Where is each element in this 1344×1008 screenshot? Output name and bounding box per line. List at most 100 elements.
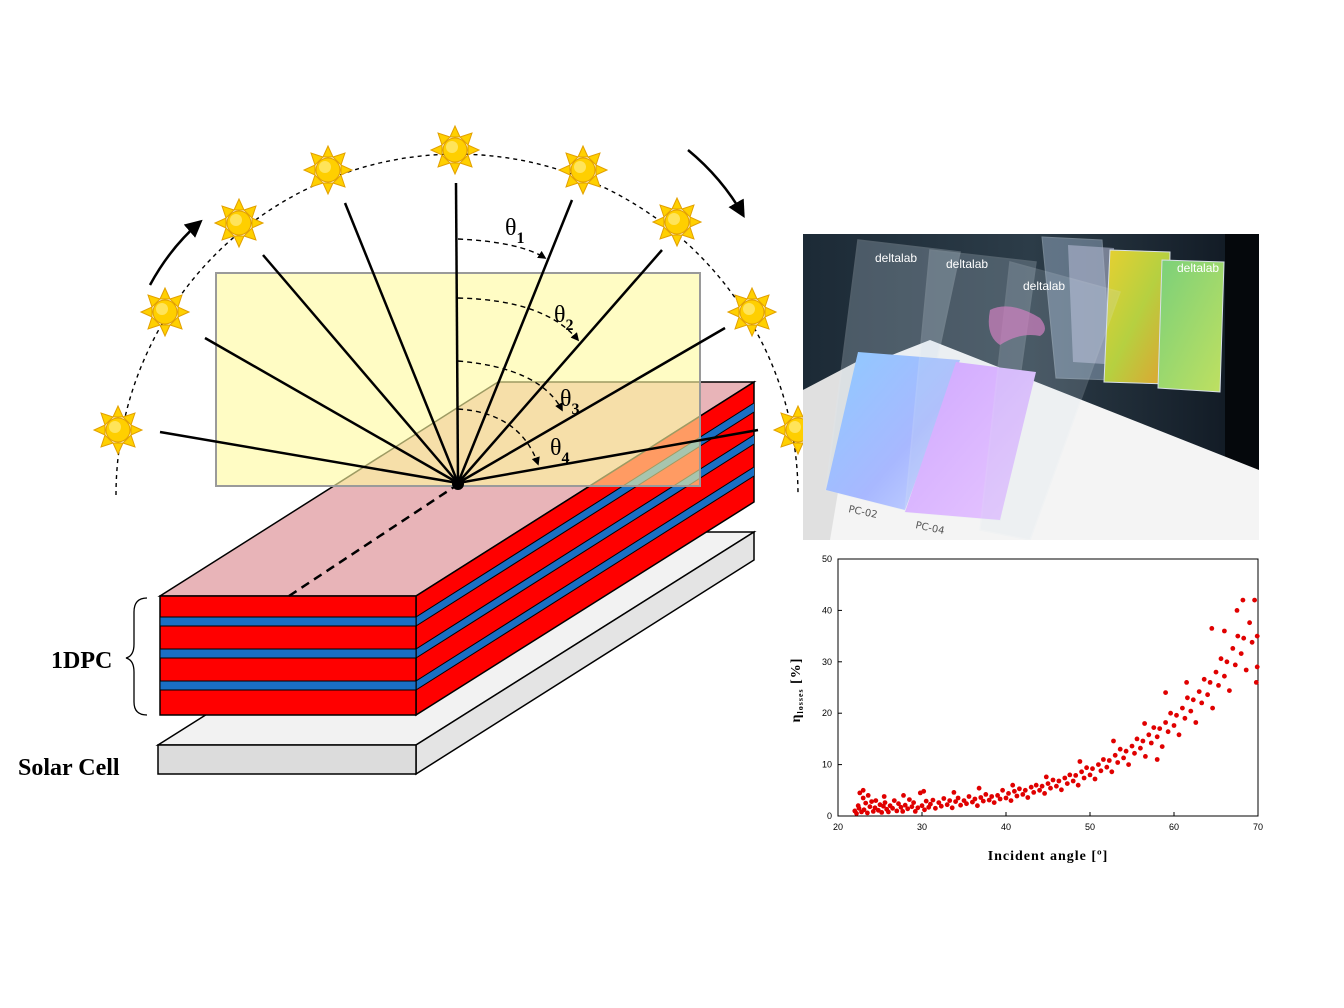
data-point (1075, 782, 1081, 788)
svg-text:θ3: θ3 (560, 386, 580, 418)
data-point (870, 809, 876, 814)
data-point (869, 799, 874, 804)
y-tick-label: 10 (822, 760, 832, 770)
data-point (1190, 697, 1196, 703)
data-point (941, 796, 947, 801)
data-point (991, 800, 997, 805)
sun-icon (652, 197, 702, 247)
data-point (1234, 608, 1240, 613)
data-point (881, 803, 886, 809)
data-point (966, 794, 972, 799)
data-point (882, 800, 888, 805)
data-point (1174, 712, 1179, 718)
data-points (852, 597, 1260, 816)
data-point (1154, 734, 1160, 740)
data-point (922, 807, 927, 813)
data-point (1123, 748, 1129, 754)
data-point (1006, 791, 1011, 796)
theta-3-sub: 3 (572, 401, 580, 418)
data-point (1050, 777, 1056, 783)
data-point (1148, 740, 1154, 746)
data-point (1022, 787, 1028, 793)
data-point (909, 804, 915, 810)
data-point (1067, 772, 1073, 778)
data-point (1201, 676, 1207, 682)
brand-label-3: deltalab (1023, 279, 1065, 293)
data-point (902, 802, 908, 808)
data-point (1043, 774, 1049, 780)
y-tick-label: 50 (822, 554, 832, 564)
y-axis-symbol: η (789, 714, 804, 723)
y-axis-title: ηlosses [%] (789, 658, 805, 723)
data-point (1230, 646, 1236, 651)
data-point (1188, 708, 1194, 714)
data-point (1249, 639, 1255, 645)
data-point (1180, 705, 1185, 711)
data-point (1010, 782, 1016, 788)
y-tick-label: 30 (822, 657, 832, 667)
data-point (1218, 656, 1224, 662)
data-point (1163, 720, 1168, 725)
data-point (1154, 757, 1160, 762)
data-point (1084, 765, 1089, 771)
data-point (986, 797, 992, 803)
data-point (907, 797, 912, 802)
data-point (860, 787, 866, 793)
data-point (1090, 766, 1095, 772)
data-point (1096, 762, 1101, 767)
data-point (912, 809, 918, 814)
data-point (1176, 732, 1182, 738)
data-point (1109, 769, 1115, 775)
data-point (958, 802, 963, 808)
data-point (873, 798, 879, 803)
data-point (1087, 772, 1093, 778)
data-point (930, 797, 936, 803)
x-tick-label: 70 (1253, 822, 1263, 832)
data-point (1222, 673, 1227, 679)
data-point (1253, 680, 1259, 685)
sun-icon (727, 287, 777, 337)
data-point (1146, 732, 1152, 738)
angle-arcs (457, 238, 580, 466)
data-point (1098, 768, 1104, 774)
data-point (1081, 775, 1087, 781)
data-point (1241, 635, 1247, 641)
data-point (1138, 745, 1143, 751)
data-point (1048, 785, 1053, 791)
data-point (1205, 692, 1210, 698)
data-point (1126, 762, 1131, 767)
data-point (1115, 760, 1121, 765)
data-point (857, 790, 863, 796)
theta-3-symbol: θ (560, 386, 572, 412)
data-point (1101, 757, 1106, 762)
data-point (905, 806, 911, 812)
y-tick-label: 20 (822, 708, 832, 718)
data-point (933, 805, 938, 811)
data-point (1209, 626, 1215, 631)
sun-icon (140, 287, 190, 337)
data-point (978, 795, 984, 800)
data-point (1042, 791, 1047, 796)
data-point (1222, 628, 1227, 634)
sun-icon (93, 405, 143, 455)
data-point (1182, 715, 1188, 721)
data-point (854, 811, 859, 816)
data-point (1227, 688, 1232, 693)
data-point (953, 799, 958, 804)
data-point (856, 805, 862, 811)
sun-icon (214, 198, 264, 248)
data-point (1196, 689, 1202, 694)
solar-cell-label: Solar Cell (18, 755, 120, 781)
light-rays (159, 182, 759, 485)
svg-text:θ4: θ4 (550, 435, 570, 467)
theta-1-sub: 1 (517, 230, 525, 247)
data-point (936, 800, 942, 805)
data-point (923, 798, 929, 804)
data-point (1232, 662, 1238, 668)
data-point (938, 803, 944, 809)
y-axis-unit: [%] (789, 658, 804, 689)
data-point (1017, 786, 1022, 792)
data-point (1111, 738, 1116, 744)
